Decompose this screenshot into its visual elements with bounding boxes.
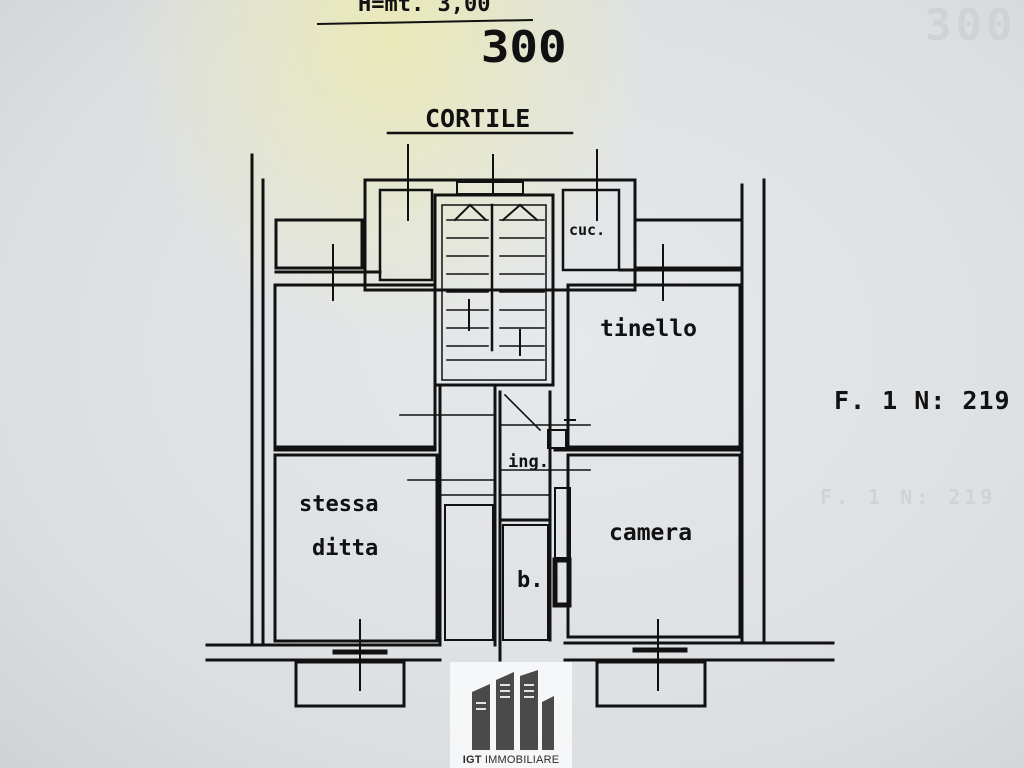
courtyard-label: CORTILE <box>425 104 531 133</box>
left-rooms <box>273 283 439 643</box>
header-underline <box>316 18 534 26</box>
courtyard-wings <box>274 218 744 274</box>
kitchen-label: cuc. <box>569 221 606 239</box>
wall-ticks <box>332 144 664 691</box>
stair-treads <box>446 203 545 361</box>
left-boundary-wall <box>250 153 265 647</box>
ghost-height-value: 300 <box>925 0 1017 51</box>
logo-brand-rest: IMMOBILIARE <box>481 754 560 766</box>
logo-text: IGT IMMOBILIARE <box>450 754 572 766</box>
right-boundary-wall <box>740 178 766 642</box>
street-front-wall <box>205 641 835 662</box>
stair-block <box>363 178 637 387</box>
entrance-label: ing. <box>508 452 549 472</box>
bedroom-label: camera <box>609 520 693 546</box>
building-icon <box>472 670 554 750</box>
right-rooms <box>553 283 742 639</box>
ghost-cadastral-ref: F. 1 N: 219 <box>820 485 997 509</box>
central-corridor <box>438 383 572 662</box>
height-label: H=mt. 3,00 <box>358 0 491 17</box>
bathroom-label: b. <box>517 568 544 593</box>
company-logo-watermark: IGT IMMOBILIARE <box>450 662 572 768</box>
dining-room-label: tinello <box>600 316 697 342</box>
cadastral-reference: F. 1 N: 219 <box>834 386 1011 415</box>
stair-arrows <box>453 203 539 356</box>
logo-brand-bold: IGT <box>462 754 482 766</box>
balconies <box>294 647 707 708</box>
same-company-label-line1: stessa <box>299 492 379 517</box>
partition-details <box>399 393 591 496</box>
same-company-label-line2: ditta <box>312 536 379 561</box>
height-value: 300 <box>480 22 567 73</box>
